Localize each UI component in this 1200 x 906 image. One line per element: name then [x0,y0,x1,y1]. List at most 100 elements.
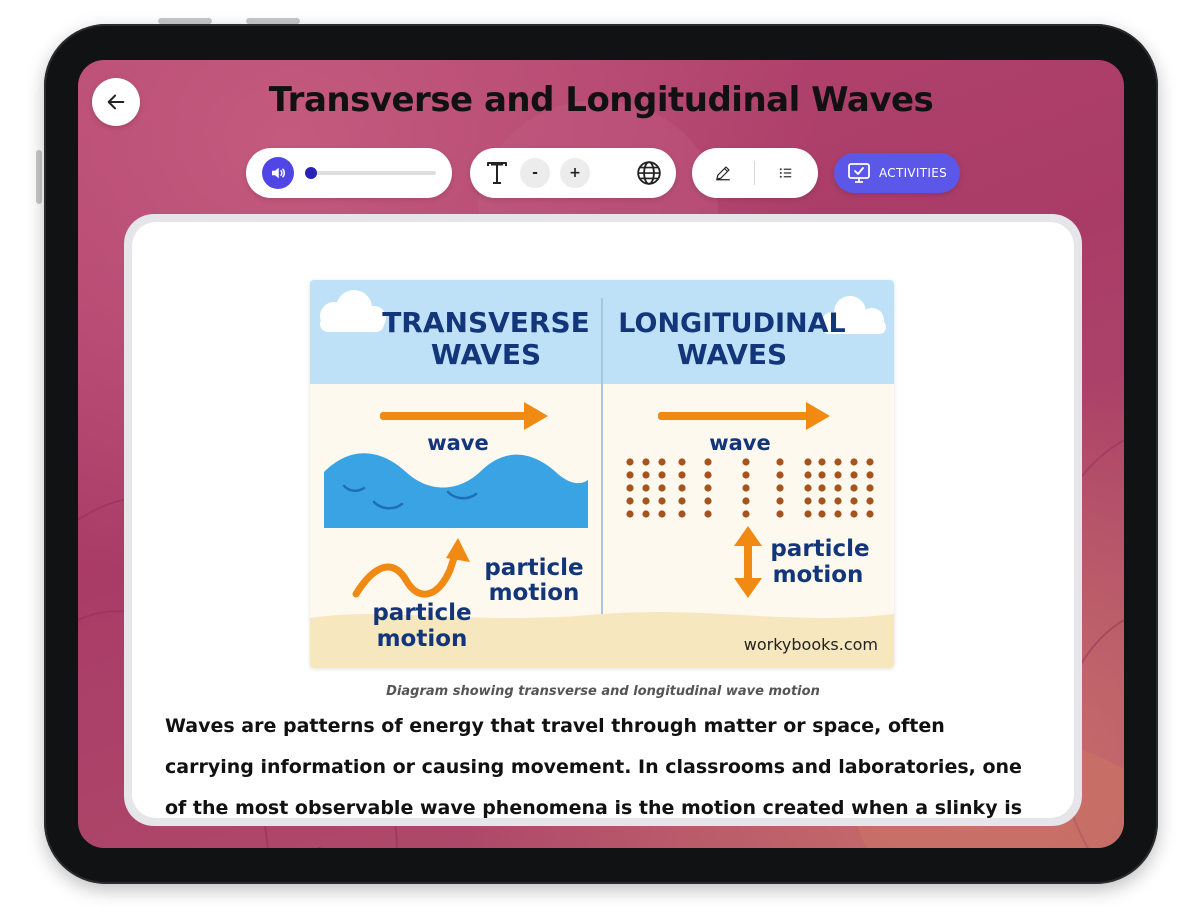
particle-dot [658,497,666,505]
particle-dot [834,484,842,492]
particle-dot [834,510,842,518]
particle-dot [642,510,650,518]
particle-dot [678,471,686,479]
longitudinal-wave-arrow [658,402,830,430]
audio-progress-slider[interactable] [305,167,436,179]
volume-down-hardware-button [246,18,300,24]
particle-dot [866,471,874,479]
particle-dot [658,458,666,466]
transverse-particle-arrow [352,548,460,598]
content-card-frame: TRANSVERSE WAVES LONGITUDINAL WAVES wave [124,214,1082,826]
particle-dot [704,497,712,505]
particle-dot [866,497,874,505]
transverse-motion-label-line1: particle [484,555,583,581]
particle-dot [818,510,826,518]
monitor-check-icon [848,163,870,183]
transverse-wave-arrow [380,402,548,430]
particle-dot [818,458,826,466]
screen: Transverse and Longitudinal Waves - + [78,60,1124,848]
particle-dot [818,497,826,505]
particle-dot [834,458,842,466]
text-size-icon [487,162,507,184]
particle-dot [658,484,666,492]
particle-dot [866,484,874,492]
longitudinal-title-line2: WAVES [677,338,787,371]
pencil-icon [716,166,730,181]
particle-dot [776,484,784,492]
font-style-button[interactable] [484,160,510,186]
transverse-motion-label-2-line1: particle [372,600,471,626]
particle-dot [804,497,812,505]
wave-diagram-image: TRANSVERSE WAVES LONGITUDINAL WAVES wave [310,280,894,668]
particle-dot [866,510,874,518]
cloud-left [320,290,386,332]
particle-dot [678,484,686,492]
transverse-title-line1: TRANSVERSE [382,306,590,339]
audio-play-button[interactable] [262,157,294,189]
power-hardware-button [36,150,42,204]
longitudinal-motion-label-line1: particle [770,536,869,562]
particle-dot [776,510,784,518]
wave-diagram: TRANSVERSE WAVES LONGITUDINAL WAVES wave [310,280,894,668]
longitudinal-title-line1: LONGITUDINAL [618,308,846,339]
particle-dot [626,458,634,466]
particle-dot [818,484,826,492]
particle-dot [642,458,650,466]
particle-dot [866,458,874,466]
transverse-motion-label-line2: motion [489,580,580,606]
annotation-tools [692,148,818,198]
particle-dot [658,471,666,479]
image-caption: Diagram showing transverse and longitudi… [386,684,820,699]
particle-dot [626,510,634,518]
particle-dot [742,497,750,505]
particle-dot [678,458,686,466]
audio-progress-knob[interactable] [305,167,317,179]
highlight-button[interactable] [692,164,754,182]
transverse-wave-label: wave [427,431,489,455]
increase-font-button[interactable]: + [560,158,590,188]
transverse-motion-label-2-line2: motion [377,626,468,652]
content-card: TRANSVERSE WAVES LONGITUDINAL WAVES wave [132,222,1074,818]
particle-dot [742,510,750,518]
particle-dot [704,510,712,518]
text-tools: - + [470,148,676,198]
transverse-title-line2: WAVES [431,338,541,371]
volume-up-hardware-button [158,18,212,24]
longitudinal-particles [626,458,874,518]
list-icon [779,168,792,178]
back-button[interactable] [92,78,140,126]
particle-dot [834,497,842,505]
particle-dot [626,484,634,492]
particle-dot [642,484,650,492]
outline-button[interactable] [755,164,817,182]
particle-dot [642,497,650,505]
page-title: Transverse and Longitudinal Waves [268,80,934,120]
diagram-watermark: workybooks.com [744,635,878,654]
particle-dot [626,471,634,479]
particle-dot [642,471,650,479]
arrow-left-icon [107,94,125,110]
particle-dot [742,484,750,492]
lesson-paragraph: Waves are patterns of energy that travel… [165,715,1023,818]
particle-dot [704,471,712,479]
particle-dot [704,458,712,466]
activities-button[interactable]: ACTIVITIES [834,153,960,193]
particle-dot [658,510,666,518]
particle-dot [678,510,686,518]
particle-dot [742,471,750,479]
particle-dot [776,471,784,479]
particle-dot [804,510,812,518]
particle-dot [678,497,686,505]
language-button[interactable] [636,160,662,186]
particle-dot [704,484,712,492]
cloud-right [822,296,886,334]
particle-dot [626,497,634,505]
particle-dot [804,471,812,479]
globe-icon [637,161,661,185]
decrease-font-button[interactable]: - [520,158,550,188]
particle-dot [850,484,858,492]
particle-dot [850,471,858,479]
tools-divider [754,161,755,185]
longitudinal-particle-arrow [734,526,762,598]
particle-dot [818,471,826,479]
